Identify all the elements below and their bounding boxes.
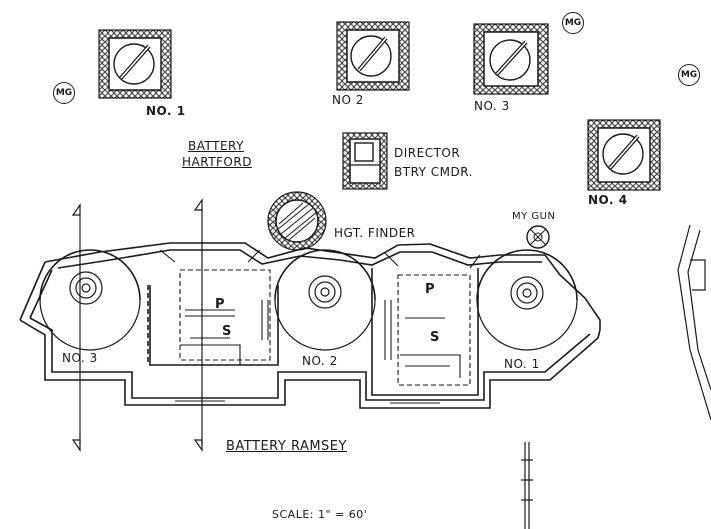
battery-commander-label: BTRY CMDR. bbox=[394, 165, 473, 179]
battery-ramsey-title: BATTERY RAMSEY bbox=[226, 439, 347, 454]
room-s-left: S bbox=[222, 324, 232, 339]
hartford-gun-1-label: NO. 1 bbox=[146, 104, 186, 118]
hartford-gun-2-label: NO 2 bbox=[332, 93, 364, 107]
section-line-right bbox=[193, 198, 203, 452]
ramsey-gun-1-label: NO. 1 bbox=[504, 357, 540, 371]
section-line-left bbox=[71, 203, 81, 452]
director-label: DIRECTOR bbox=[394, 146, 461, 160]
ladder-mark bbox=[521, 442, 533, 529]
hartford-gun-3-label: NO. 3 bbox=[474, 99, 510, 113]
ramsey-gun-3-label: NO. 3 bbox=[62, 351, 98, 365]
height-finder-symbol bbox=[267, 191, 327, 251]
room-s-right: S bbox=[430, 330, 440, 345]
ramsey-gun-2-label: NO. 2 bbox=[302, 354, 338, 368]
mg-marker-far-right: MG bbox=[678, 64, 700, 86]
hartford-gun-3-emplacement bbox=[473, 23, 549, 95]
room-p-left: P bbox=[215, 297, 226, 312]
mg-marker-left: MG bbox=[53, 82, 75, 104]
battery-hartford-title-line1: BATTERY bbox=[188, 139, 244, 153]
my-gun-symbol bbox=[526, 225, 550, 249]
ramsey-gun-3-pit bbox=[39, 249, 141, 351]
hartford-gun-1-emplacement bbox=[98, 29, 172, 99]
battery-ramsey-outline bbox=[19, 242, 601, 409]
room-p-right: P bbox=[425, 282, 436, 297]
height-finder-label: HGT. FINDER bbox=[334, 226, 416, 240]
ramsey-gun-1-pit bbox=[476, 249, 578, 351]
adjacent-structure-partial bbox=[677, 224, 711, 421]
my-gun-label: MY GUN bbox=[512, 211, 556, 222]
battery-hartford-title-line2: HARTFORD bbox=[182, 155, 252, 169]
scale-label: SCALE: 1" = 60' bbox=[272, 508, 368, 521]
hartford-gun-4-label: NO. 4 bbox=[588, 193, 628, 207]
mg-marker-top-right: MG bbox=[562, 12, 584, 34]
director-station-symbol bbox=[342, 132, 388, 190]
hartford-gun-4-emplacement bbox=[587, 119, 661, 191]
ramsey-gun-2-pit bbox=[274, 249, 376, 351]
hartford-gun-2-emplacement bbox=[336, 21, 410, 91]
